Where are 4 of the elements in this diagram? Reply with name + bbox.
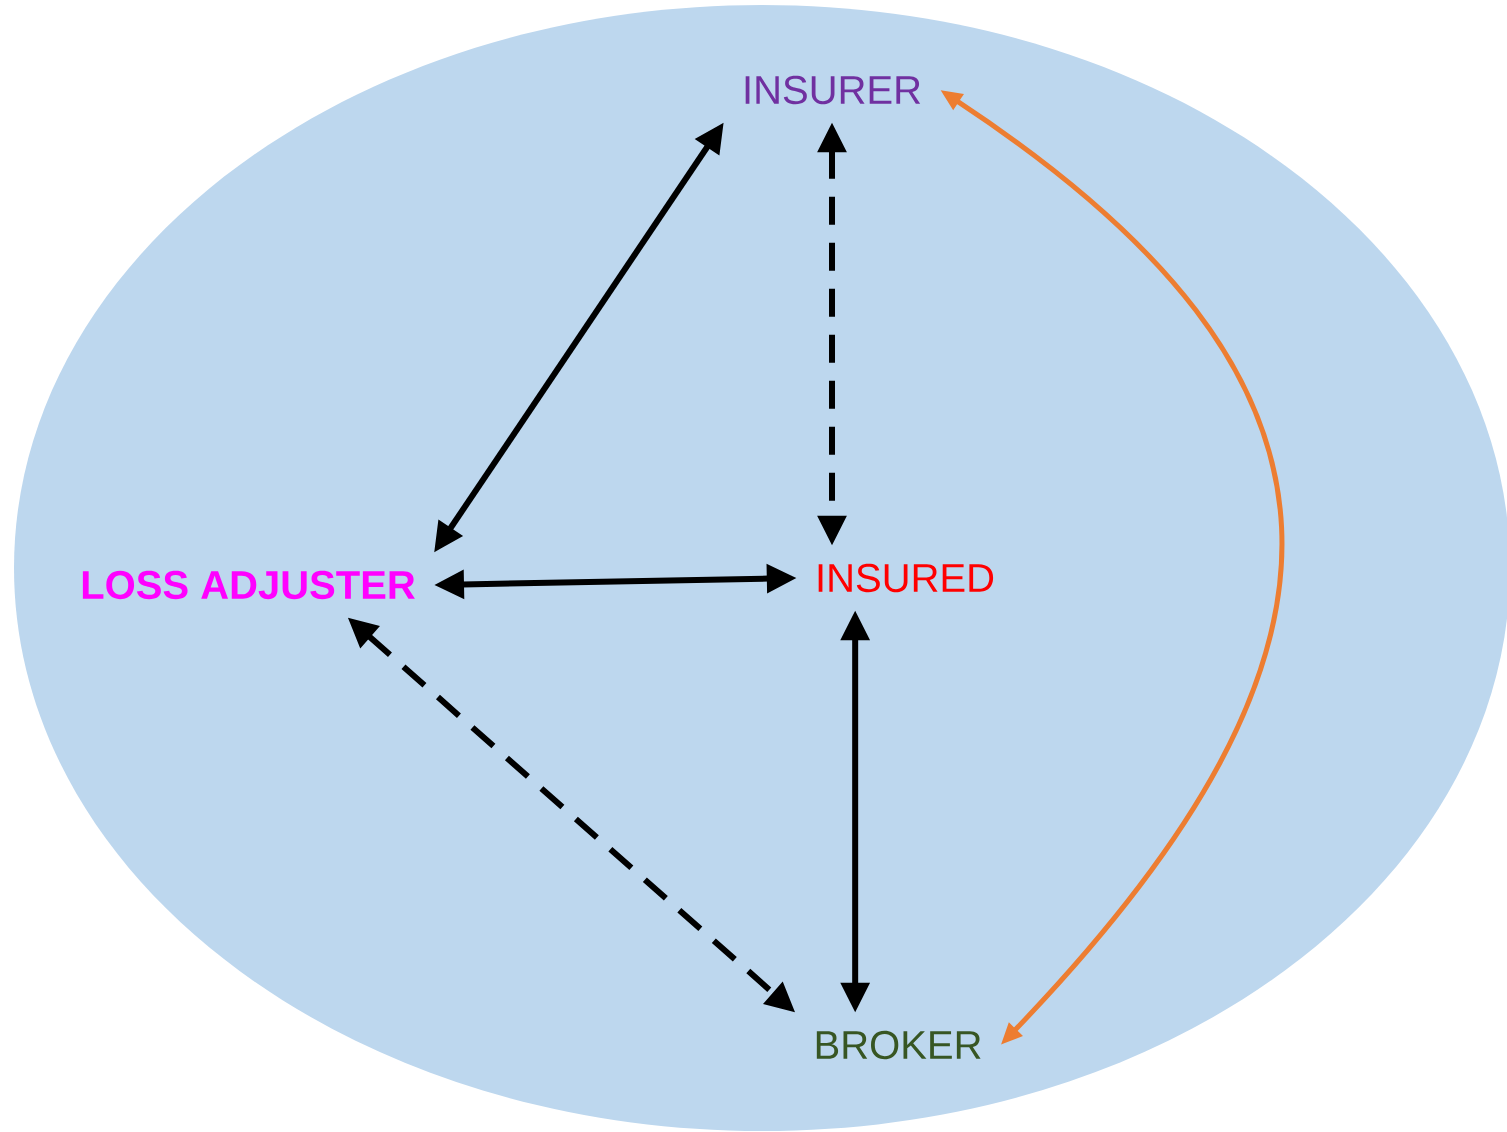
node-label: BROKER bbox=[816, 1030, 981, 1060]
node-label: INSURED bbox=[818, 563, 994, 593]
node-label: INSURER bbox=[745, 75, 921, 105]
node-label: LOSS ADJUSTER bbox=[82, 570, 415, 600]
